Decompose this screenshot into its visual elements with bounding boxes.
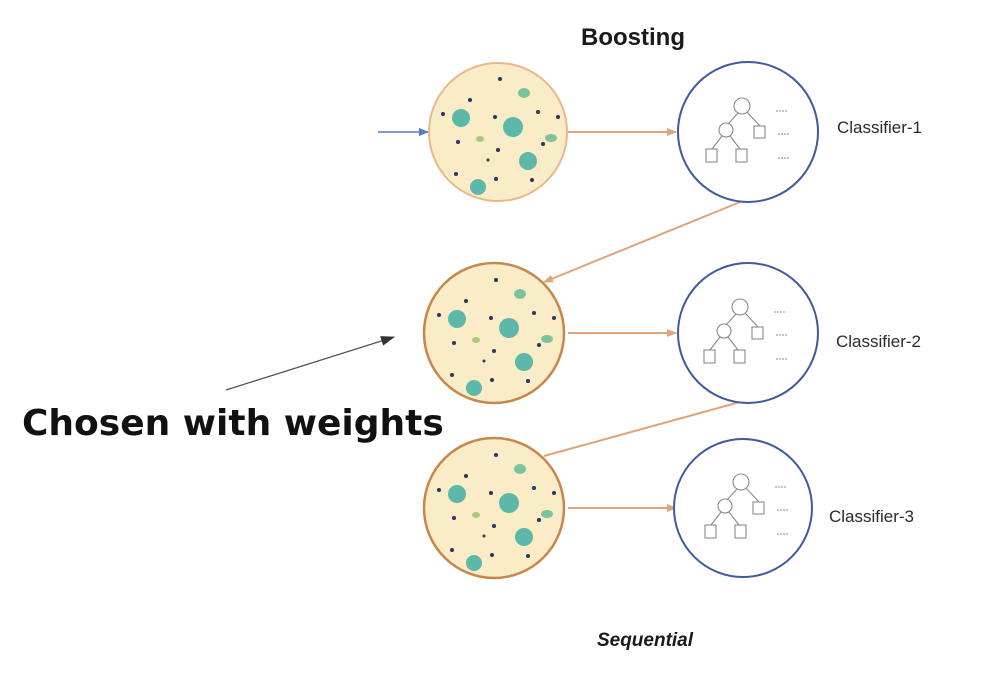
classifier-circle-3: [673, 438, 813, 578]
callout-pointer-arrow: [225, 336, 395, 391]
connector-classifier-2-to-sample-3: [543, 401, 741, 457]
classifier-circle-1: [677, 61, 819, 203]
sample-circle-3: [422, 436, 566, 580]
connector-classifier-1-to-sample-2: [543, 199, 746, 283]
callout-text: Chosen with weights: [22, 403, 444, 444]
sequential-label: Sequential: [597, 630, 694, 651]
classifier-label-3: Classifier-3: [829, 507, 914, 526]
diagram-title: Boosting: [581, 24, 685, 51]
classifier-label-2: Classifier-2: [836, 332, 921, 351]
classifier-circle-2: [677, 262, 819, 404]
sample-circle-2: [422, 261, 566, 405]
classifier-label-1: Classifier-1: [837, 118, 922, 137]
sample-circle-1: [428, 62, 568, 202]
